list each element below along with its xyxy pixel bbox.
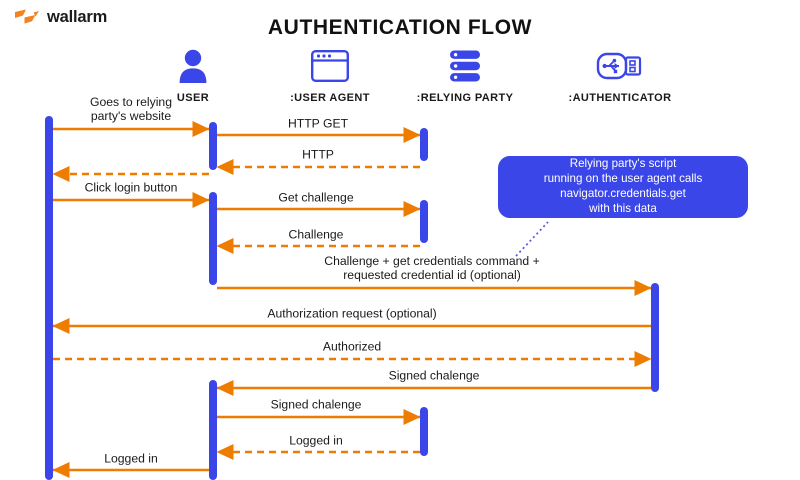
browser-icon (245, 46, 415, 86)
message-label-m14: Logged in (104, 451, 158, 466)
lifeline-relying-party (420, 128, 428, 161)
message-label-m3: HTTP (302, 147, 334, 162)
lifeline-relying-party (420, 407, 428, 456)
lifeline-user-agent (209, 380, 217, 480)
message-label-m2: HTTP GET (287, 116, 349, 131)
message-label-m10: Authorized (322, 339, 382, 354)
message-label-m6: Get challenge (278, 190, 354, 205)
page-title: AUTHENTICATION FLOW (267, 16, 533, 39)
wallarm-logo: wallarm (14, 8, 107, 26)
callout-leader-layer (515, 221, 549, 257)
lifeline-authenticator (651, 283, 659, 392)
actor-user-agent: :USER AGENT (245, 46, 415, 104)
callout-leader-line (515, 221, 549, 257)
message-label-m1: Goes to relying party's website (90, 95, 172, 124)
lifeline-relying-party (420, 200, 428, 243)
callout-box: Relying party's script running on the us… (498, 156, 748, 218)
message-label-m13: Logged in (289, 433, 343, 448)
wallarm-lightning-icon (15, 9, 39, 24)
server-icon (380, 46, 550, 86)
actor-relying-party: :RELYING PARTY (380, 46, 550, 104)
lifeline-user (45, 116, 53, 480)
message-label-m7: Challenge (288, 227, 344, 242)
lifelines-layer (45, 116, 659, 480)
actor-label: :AUTHENTICATOR (568, 92, 672, 104)
actor-label: USER (176, 92, 210, 104)
message-label-m5: Click login button (84, 180, 178, 195)
actor-label: :RELYING PARTY (416, 92, 514, 104)
messages-layer (52, 120, 652, 479)
actor-label: :USER AGENT (290, 92, 370, 104)
usb-key-icon (535, 46, 705, 86)
actor-user: USER (108, 46, 278, 104)
message-label-m9: Authorization request (optional) (267, 306, 437, 321)
actor-authenticator: :AUTHENTICATOR (535, 46, 705, 104)
lifeline-user-agent (209, 192, 217, 285)
message-label-m11: Signed chalenge (388, 368, 480, 383)
person-icon (108, 46, 278, 86)
message-label-m12: Signed chalenge (270, 397, 362, 412)
message-label-m8: Challenge + get credentials command + re… (324, 254, 540, 283)
wallarm-wordmark: wallarm (47, 7, 108, 26)
lifeline-user-agent (209, 122, 217, 170)
